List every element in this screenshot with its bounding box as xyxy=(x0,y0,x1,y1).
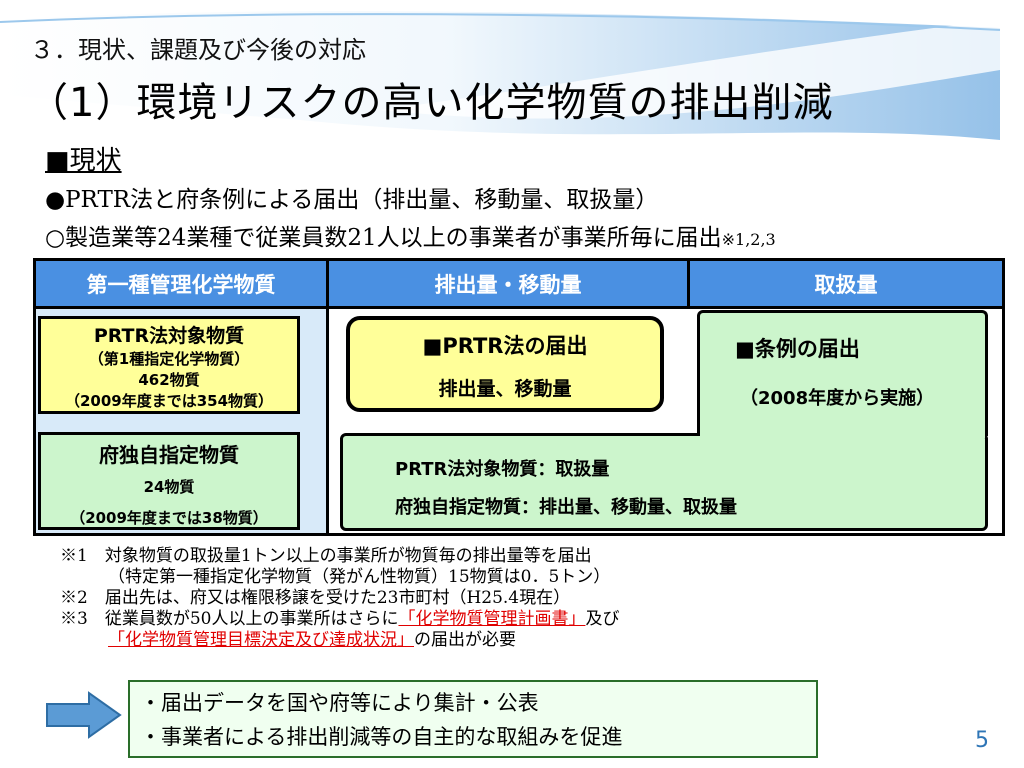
intro-line-1: ●PRTR法と府条例による届出（排出量、移動量、取扱量） xyxy=(45,187,659,213)
footnote-3-pre: ※3 従業員数が50人以上の事業所はさらに xyxy=(60,609,399,629)
ordinance-region-bottom xyxy=(340,433,988,531)
table-header-handling: 取扱量 xyxy=(690,261,1002,306)
intro-line-2: ○製造業等24業種で従業員数21人以上の事業者が事業所毎に届出※1,2,3 xyxy=(45,218,776,252)
footnote-3b: 「化学物質管理目標決定及び達成状況」の届出が必要 xyxy=(60,630,619,651)
footnote-3-red-1: 「化学物質管理計画書」 xyxy=(398,609,586,629)
right-arrow-icon xyxy=(46,691,122,739)
table-header-substance: 第一種管理化学物質 xyxy=(36,261,326,306)
pref-box-line2: （2009年度までは38物質） xyxy=(70,509,268,527)
footnote-3a: ※3 従業員数が50人以上の事業所はさらに「化学物質管理計画書」及び xyxy=(60,609,619,630)
footnote-1b: （特定第一種指定化学物質（発がん性物質）15物質は0．5トン） xyxy=(108,567,611,587)
ordinance-title: ■条例の届出 xyxy=(735,337,860,361)
slide-subtitle: ３．現状、課題及び今後の対応 xyxy=(30,36,366,64)
prtr-box-title: PRTR法対象物質 xyxy=(93,325,245,347)
slide-title: （1）環境リスクの高い化学物質の排出削減 xyxy=(28,80,834,126)
prtr-box-line3: （2009年度までは354物質） xyxy=(64,392,274,410)
ordinance-item-2: 府独自指定物質：排出量、移動量、取扱量 xyxy=(395,497,737,518)
intro-line-2-note: ※1,2,3 xyxy=(721,230,776,249)
prtr-box-line1: （第1種指定化学物質） xyxy=(88,350,250,368)
prtr-substances-box: PRTR法対象物質 （第1種指定化学物質） 462物質 （2009年度までは35… xyxy=(38,316,300,414)
prtr-box-line2: 462物質 xyxy=(138,371,200,389)
intro-line-2-text: ○製造業等24業種で従業員数21人以上の事業者が事業所毎に届出 xyxy=(45,225,722,251)
section-heading: ■現状 xyxy=(45,146,122,176)
prtr-report-box: ■PRTR法の届出 排出量、移動量 xyxy=(346,316,664,412)
pref-box-line1: 24物質 xyxy=(143,478,195,496)
table-header-release-transfer: 排出量・移動量 xyxy=(329,261,687,306)
prefecture-substances-box: 府独自指定物質 24物質 （2009年度までは38物質） xyxy=(38,432,300,530)
pref-box-title: 府独自指定物質 xyxy=(99,443,239,467)
footnote-3-post: の届出が必要 xyxy=(414,630,516,650)
summary-box: ・届出データを国や府等により集計・公表 ・事業者による排出削減等の自主的な取組み… xyxy=(128,680,818,758)
summary-item-2: ・事業者による排出削減等の自主的な取組みを促進 xyxy=(140,725,623,749)
prtr-report-detail: 排出量、移動量 xyxy=(438,378,572,400)
footnote-2: ※2 届出先は、府又は権限移譲を受けた23市町村（H25.4現在） xyxy=(60,588,571,608)
prtr-report-title: ■PRTR法の届出 xyxy=(422,334,588,358)
footnote-3-mid: 及び xyxy=(585,609,620,629)
ordinance-region-seam xyxy=(700,430,985,438)
footnotes: ※1 対象物質の取扱量1トン以上の事業所が物質毎の排出量等を届出 （特定第一種指… xyxy=(60,546,619,651)
ordinance-region-top xyxy=(697,310,988,436)
footnote-3-red-2: 「化学物質管理目標決定及び達成状況」 xyxy=(108,630,414,650)
ordinance-item-1: PRTR法対象物質：取扱量 xyxy=(395,459,610,480)
ordinance-detail: （2008年度から実施） xyxy=(740,388,935,409)
page-number: 5 xyxy=(975,728,989,753)
header-wave-background xyxy=(0,11,1001,141)
footnote-1a: ※1 対象物質の取扱量1トン以上の事業所が物質毎の排出量等を届出 xyxy=(60,546,592,566)
summary-item-1: ・届出データを国や府等により集計・公表 xyxy=(140,691,539,715)
